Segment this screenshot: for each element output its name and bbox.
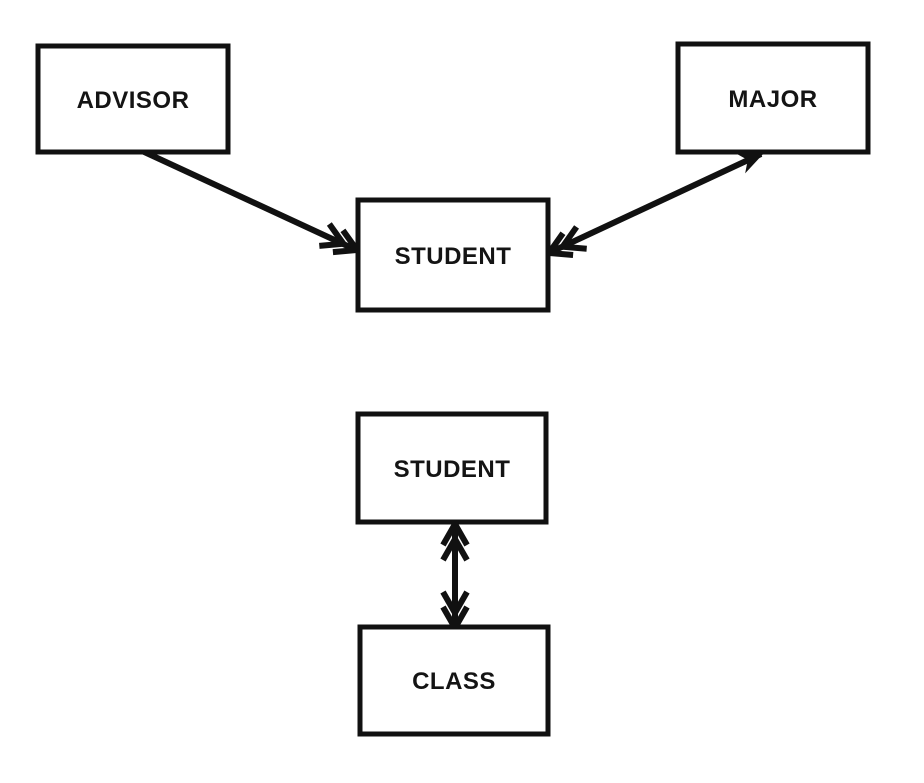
entity-class: CLASS	[357, 624, 551, 737]
major-student-line	[549, 151, 763, 255]
advisor-student-line	[138, 147, 356, 252]
entity-box-class	[357, 624, 551, 737]
entity-label-major: MAJOR	[728, 86, 817, 113]
connector-advisor-student	[138, 147, 362, 261]
connector-student-class	[443, 524, 467, 628]
entity-box-advisor	[35, 43, 231, 155]
entity-label-student-bottom: STUDENT	[394, 456, 511, 483]
entity-major: MAJOR	[675, 41, 871, 155]
entity-label-class: CLASS	[412, 668, 496, 695]
entity-box-major	[675, 41, 871, 155]
entity-advisor: ADVISOR	[35, 43, 231, 155]
entity-box-student-bottom	[355, 411, 549, 525]
entity-student-top: STUDENT	[355, 197, 551, 313]
connector-major-student	[544, 142, 770, 264]
entity-student-bottom: STUDENT	[355, 411, 549, 525]
entity-box-student-top	[355, 197, 551, 313]
entity-label-advisor: ADVISOR	[77, 87, 190, 114]
entity-label-student-top: STUDENT	[395, 243, 512, 270]
